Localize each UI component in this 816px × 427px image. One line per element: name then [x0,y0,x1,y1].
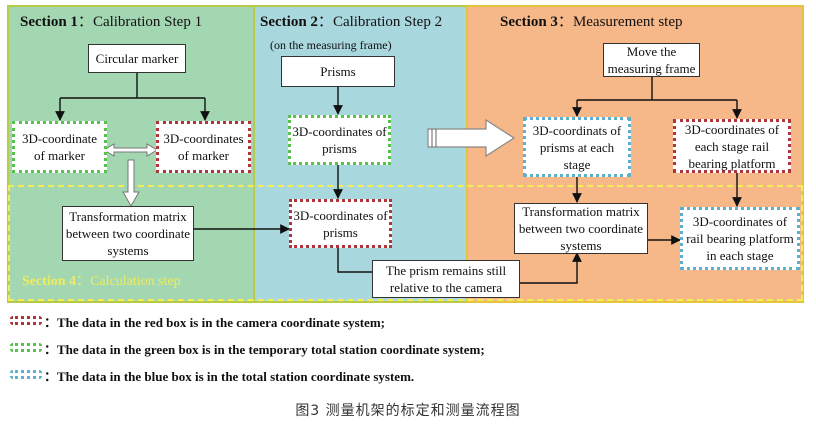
legend-green-swatch [10,343,42,352]
legend-blue-text: ：The data in the blue box is in the tota… [44,369,415,384]
section-2-subtitle: (on the measuring frame) [270,38,392,52]
legend-green-text: ：The data in the green box is in the tem… [44,342,485,357]
section-2-title: Section 2：Calibration Step 2 [260,14,443,30]
prisms-each-stage-blue-box: 3D-coordinats of prisms at each stage [523,117,631,177]
move-frame-box: Move the measuring frame [603,43,700,77]
rail-platform-blue-box: 3D-coordinates of rail bearing platform … [680,207,800,270]
marker-coords-red-box: 3D-coordinates of marker [156,121,251,173]
transform-matrix-1-box: Transformation matrix between two coordi… [62,206,194,261]
figure-caption: 图3 测量机架的标定和测量流程图 [295,403,521,419]
legend-red-text: ：The data in the red box is in the camer… [44,315,385,330]
hollow-arrow-to-transform1 [122,159,140,208]
section-4-title: Section 4：Calculation step [22,274,181,289]
legend-blue-swatch [10,370,42,379]
circular-marker-box: Circular marker [88,44,186,73]
prisms-coords-red-box: 3D-coordinates of prisms [289,199,392,248]
prism-remains-still-box: The prism remains still relative to the … [372,260,520,298]
section-4-frame [8,185,803,301]
transform-matrix-2-box: Transformation matrix between two coordi… [514,203,648,254]
hollow-arrow-section2-to-section3 [427,118,516,158]
section-3-title: Section 3：Measurement step [500,14,683,30]
legend-red-swatch [10,316,42,325]
arrow-still-to-transform2 [520,252,582,284]
double-arrow-marker [103,143,158,157]
prisms-box: Prisms [281,56,395,87]
section-1-title: Section 1：Calibration Step 1 [20,14,203,30]
rail-platform-red-box: 3D-coordinates of each stage rail bearin… [673,119,791,173]
arrow-prisms-red-to-still [337,248,372,273]
marker-coords-green-box: 3D-coordinate of marker [12,121,107,173]
prisms-coords-green-box: 3D-coordinates of prisms [288,115,391,165]
